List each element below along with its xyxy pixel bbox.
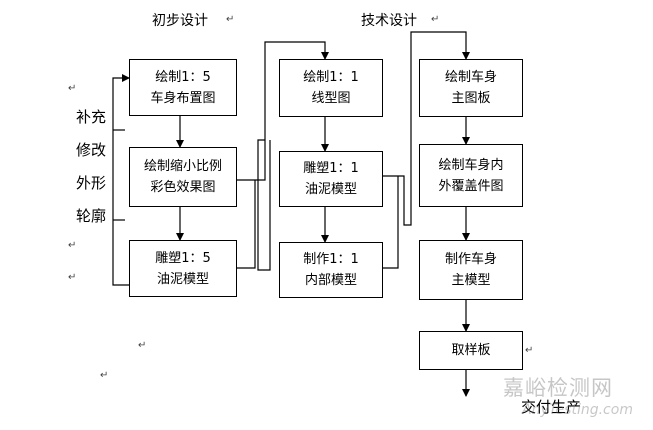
box-draw-line-drawing: 绘制1：1 线型图 (279, 59, 383, 117)
box-line: 取样板 (451, 343, 491, 358)
return-mark: ↵ (138, 340, 147, 351)
arrow-to-lines (237, 41, 329, 181)
box-line: 油泥模型 (304, 182, 357, 197)
box-draw-panels: 绘制车身内 外覆盖件图 (419, 144, 523, 207)
box-line: 彩色效果图 (150, 180, 216, 195)
return-mark: ↵ (68, 272, 77, 283)
side-label-modify: 修改 (76, 141, 107, 159)
box-line: 内部模型 (304, 273, 357, 288)
box-template: 取样板 (419, 331, 523, 370)
box-line: 雕塑1：1 (303, 161, 359, 176)
return-mark: ↵ (68, 240, 77, 251)
box-line: 制作1：1 (303, 252, 359, 267)
arrow-to-main-plate (383, 31, 470, 226)
link-mid-column (257, 139, 271, 271)
box-line: 外覆盖件图 (438, 178, 504, 194)
return-mark: ↵ (68, 83, 77, 94)
box-line: 主模型 (451, 273, 491, 288)
return-mark: ↵ (525, 345, 534, 356)
feedback-loop (112, 74, 130, 286)
label-deliver-production: 交付生产 (521, 398, 582, 416)
heading-technical-design: 技术设计 (361, 13, 417, 29)
box-line: 主图板 (451, 91, 491, 106)
box-sculpt-clay-model-1-5: 雕塑1：5 油泥模型 (129, 240, 237, 297)
box-line: 雕塑1：5 (155, 250, 211, 266)
box-line: 绘制车身内 (438, 157, 504, 173)
box-line: 制作车身 (444, 252, 497, 267)
box-make-main-model: 制作车身 主模型 (419, 240, 523, 300)
return-mark: ↵ (431, 14, 440, 25)
side-label-contour: 轮廓 (76, 207, 107, 225)
box-line: 绘制1：5 (155, 69, 211, 85)
box-line: 线型图 (311, 91, 351, 106)
box-line: 绘制1：1 (303, 70, 359, 85)
side-label-supplement: 补充 (76, 108, 107, 126)
box-sculpt-clay-model-1-1: 雕塑1：1 油泥模型 (279, 151, 383, 207)
return-mark: ↵ (226, 14, 235, 25)
watermark-url: AnyTesting.com (522, 402, 633, 418)
link-sculpt15 (237, 180, 256, 269)
return-mark: ↵ (100, 370, 109, 381)
box-draw-body-layout: 绘制1：5 车身布置图 (129, 59, 237, 116)
watermark-brand: 嘉峪检测网 (503, 376, 613, 400)
box-line: 绘制缩小比例 (143, 159, 222, 174)
box-draw-main-plate: 绘制车身 主图板 (419, 59, 523, 117)
heading-preliminary-design: 初步设计 (152, 13, 208, 29)
link-interior (383, 176, 399, 269)
box-line: 绘制车身 (444, 70, 497, 85)
box-line: 车身布置图 (150, 90, 216, 106)
box-make-interior-model: 制作1：1 内部模型 (279, 242, 383, 298)
side-label-shape: 外形 (76, 174, 107, 192)
box-draw-color-effect: 绘制缩小比例 彩色效果图 (129, 147, 237, 207)
box-line: 油泥模型 (156, 271, 209, 287)
